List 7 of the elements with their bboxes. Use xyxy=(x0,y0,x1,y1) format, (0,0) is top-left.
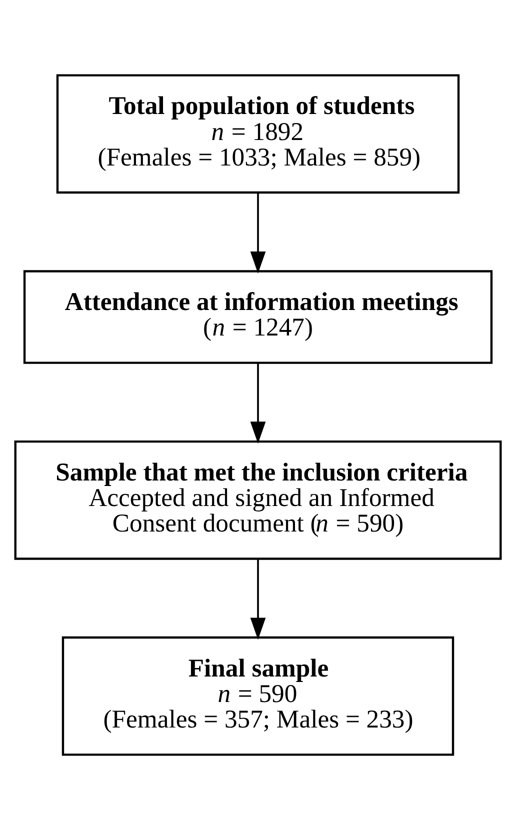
arrow xyxy=(250,558,266,640)
node-box: Attendance at information meetings (n = 1247) xyxy=(23,270,493,364)
arrow xyxy=(250,192,266,273)
arrow xyxy=(250,362,266,444)
node-box: Total population of students n = 1892 (Females = 1033; Males = 859) xyxy=(56,74,460,194)
node-box: Final sample n = 590 (Females = 357; Males = 233) xyxy=(62,636,454,756)
node-box: Sample that met the inclusion criteria Accepted and signed an Informed Consent document (n = 590) xyxy=(14,440,502,560)
